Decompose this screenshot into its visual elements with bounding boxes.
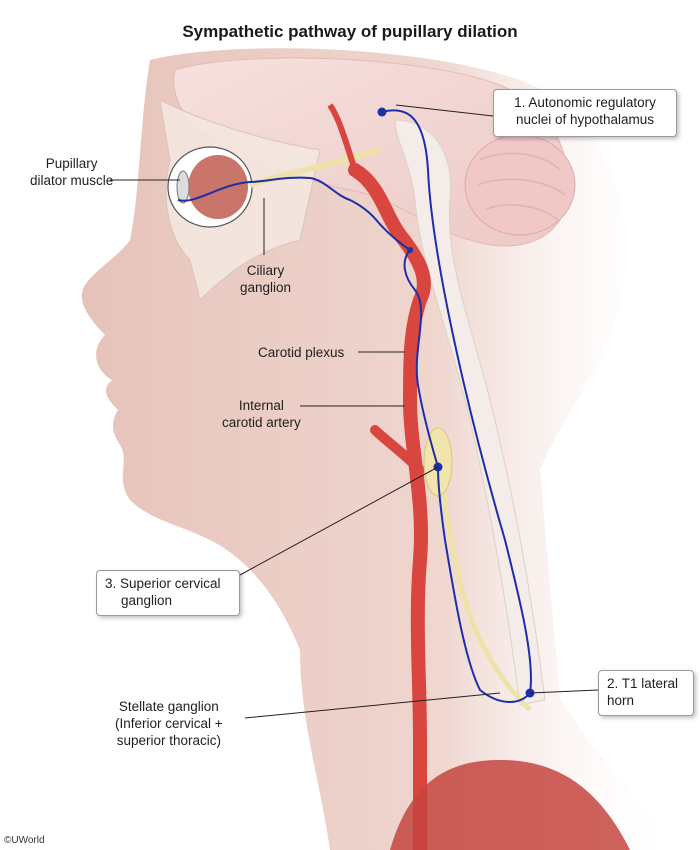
diagram-title: Sympathetic pathway of pupillary dilatio…: [182, 22, 518, 41]
carotid-plexus-dot: [407, 247, 413, 253]
pupillary-dilator-label: Pupillary dilator muscle: [30, 155, 113, 189]
pupillary-dilator-line1: Pupillary: [45, 156, 98, 171]
hypothalamus-line2: nuclei of hypothalamus: [515, 112, 655, 127]
superior-cervical-line2: ganglion: [121, 593, 173, 608]
external-carotid-artery: [370, 425, 425, 475]
hypothalamus-dot: [377, 107, 387, 117]
internal-carotid-line2: carotid artery: [222, 415, 301, 430]
copyright-text: ©UWorld: [4, 835, 45, 846]
cerebral-artery: [327, 103, 358, 171]
carotid-plexus-label: Carotid plexus: [258, 345, 345, 360]
sympathetic-chain: [435, 439, 532, 712]
internal-carotid-artery: [348, 163, 431, 850]
hypothalamus-line1: 1. Autonomic regulatory: [514, 95, 656, 110]
ciliary-ganglion-line1: Ciliary: [246, 263, 285, 278]
internal-carotid-line1: Internal: [238, 398, 284, 413]
t1-lateral-horn-callout: 2. T1 lateral horn: [598, 670, 694, 716]
superior-cervical-callout: 3. Superior cervical ganglion: [96, 570, 240, 616]
pupillary-dilator-line2: dilator muscle: [30, 173, 114, 188]
ciliary-ganglion-label: Ciliary ganglion: [240, 262, 291, 296]
t1-horn-line2: horn: [607, 693, 635, 708]
t1-horn-line1: 2. T1 lateral: [607, 676, 679, 691]
internal-carotid-label: Internal carotid artery: [222, 397, 301, 431]
stellate-ganglion-line3: superior thoracic): [116, 733, 221, 748]
stellate-ganglion-line2: (Inferior cervical +: [115, 716, 223, 731]
superior-cervical-line1: 3. Superior cervical: [105, 576, 221, 591]
hypothalamus-callout: 1. Autonomic regulatory nuclei of hypoth…: [493, 89, 677, 137]
aortic-arch: [390, 760, 630, 850]
cerebellum-folds: [477, 152, 566, 221]
stellate-ganglion-label: Stellate ganglion (Inferior cervical + s…: [115, 698, 223, 749]
ciliary-ganglion-line2: ganglion: [240, 280, 292, 295]
cerebellum: [464, 134, 576, 236]
stellate-ganglion-line1: Stellate ganglion: [118, 699, 219, 714]
eye: [167, 146, 253, 228]
leader-lines: [110, 104, 599, 719]
